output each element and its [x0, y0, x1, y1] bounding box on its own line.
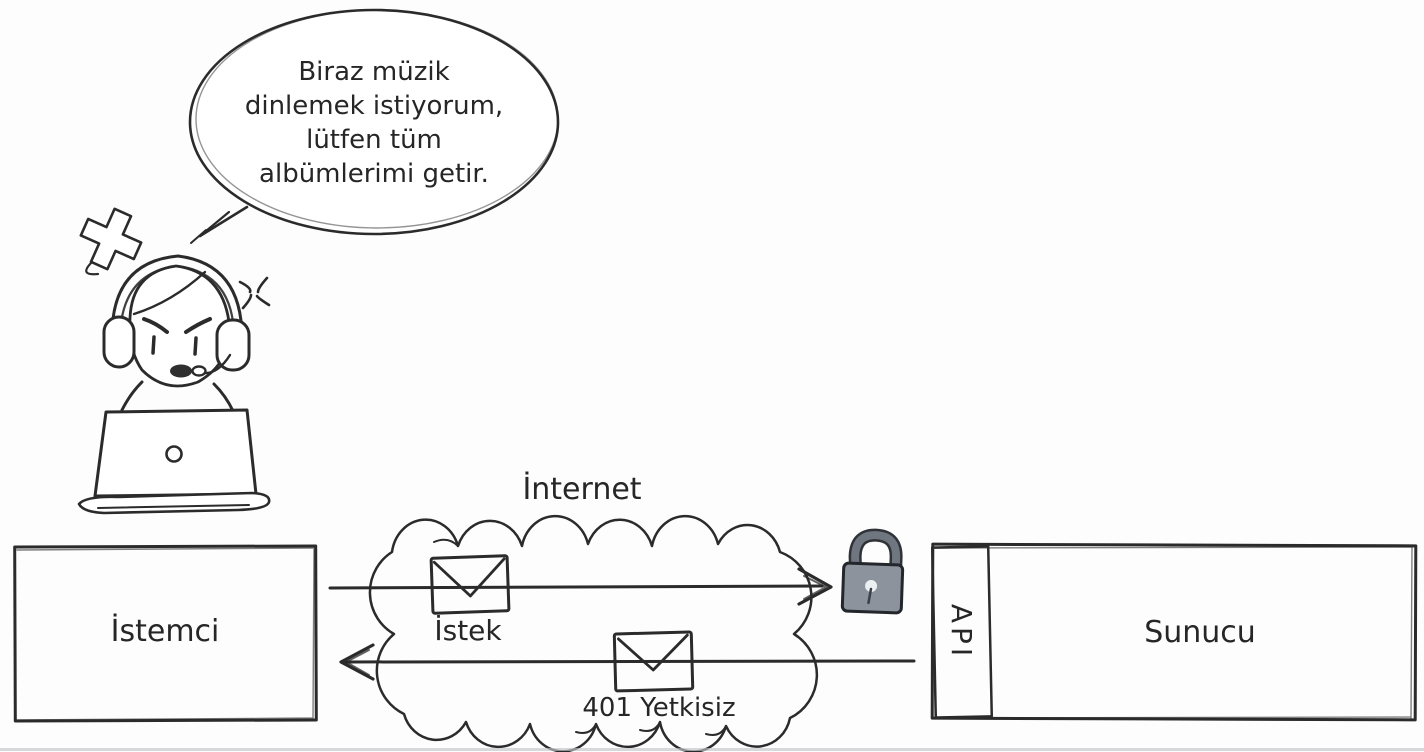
server-label: Sunucu [1144, 615, 1256, 650]
headphones-icon [102, 254, 251, 372]
anger-mark-icon [238, 276, 271, 310]
bottom-edge [0, 748, 1424, 751]
request-arrow [328, 567, 833, 606]
internet-label: İnternet [522, 471, 641, 507]
client-box: İstemci [13, 544, 318, 723]
internet-cloud: İnternet [368, 471, 819, 752]
padlock-icon [840, 528, 905, 615]
response-envelope-icon [612, 630, 695, 693]
speech-bubble-tail [198, 205, 249, 238]
api-strip: API [930, 545, 994, 719]
speech-line-3: lütfen tüm [306, 125, 442, 155]
speech-line-2: dinlemek istiyorum, [245, 91, 503, 121]
client-label: İstemci [111, 613, 220, 649]
poof-icon [79, 207, 143, 271]
request-label: İstek [434, 614, 502, 647]
request-envelope-icon [429, 554, 511, 615]
speech-line-4: albümlerimi getir. [259, 159, 489, 189]
mic-boom [202, 353, 232, 375]
server-box: API Sunucu [930, 542, 1418, 722]
response-status-label: 401 Yetkisiz [582, 693, 735, 723]
response-arrow [339, 643, 916, 681]
api-label: API [945, 604, 978, 660]
angry-user-illustration [77, 207, 271, 515]
speech-line-1: Biraz müzik [298, 57, 449, 87]
laptop-icon [77, 408, 271, 515]
speech-bubble: Biraz müzik dinlemek istiyorum, lütfen t… [188, 8, 560, 244]
